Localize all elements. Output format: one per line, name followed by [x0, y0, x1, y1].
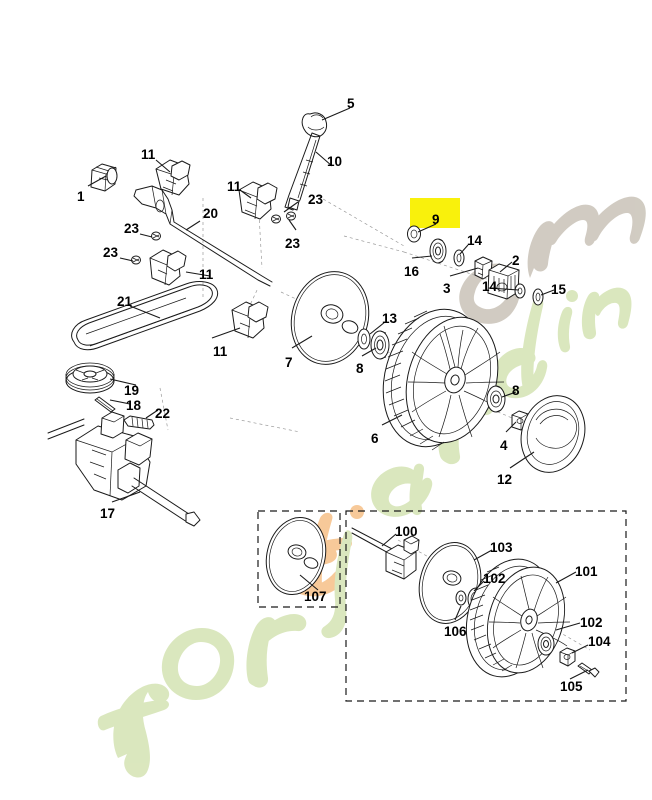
part-8-bearing-right — [486, 385, 506, 413]
callout-3: 3 — [443, 281, 451, 296]
part-5-knob — [301, 112, 328, 138]
callout-105: 105 — [560, 679, 583, 694]
part-11-bracket-a — [155, 159, 191, 196]
part-18-pin — [94, 396, 116, 413]
callout-11b: 11 — [227, 179, 242, 194]
callout-106: 106 — [444, 624, 467, 639]
callout-8b: 8 — [512, 383, 520, 398]
part-19-pulley — [65, 362, 115, 394]
callout-1: 1 — [77, 189, 85, 204]
part-12-hubcap — [520, 395, 586, 473]
callout-4: 4 — [500, 438, 508, 453]
callout-8a: 8 — [356, 361, 364, 376]
callout-2: 2 — [512, 253, 520, 268]
callout-102a: 102 — [483, 571, 506, 586]
callout-23b: 23 — [124, 221, 140, 236]
part-14-washer-a — [453, 249, 465, 267]
callout-21: 21 — [117, 294, 133, 309]
callout-11c: 11 — [199, 267, 214, 282]
part-14-washer-b — [514, 283, 526, 299]
callout-23a: 23 — [308, 192, 324, 207]
callout-14b: 14 — [482, 279, 498, 294]
part-104-nut — [559, 647, 576, 667]
part-21-belt — [71, 281, 219, 351]
part-105-screw — [577, 662, 600, 678]
callout-6: 6 — [371, 431, 379, 446]
part-23-fastener-d — [286, 211, 296, 221]
part-11-bracket-b — [238, 181, 278, 220]
callout-11a: 11 — [141, 147, 156, 162]
part-107-disc — [265, 517, 327, 595]
part-100-shaft-bracket — [351, 527, 420, 580]
callout-18: 18 — [126, 398, 142, 413]
part-15-circlip — [532, 288, 544, 306]
part-23-fastener-b — [131, 255, 141, 265]
callout-19: 19 — [124, 383, 140, 398]
callout-23d: 23 — [103, 245, 119, 260]
callout-20: 20 — [203, 206, 219, 221]
callout-16: 16 — [404, 264, 420, 279]
callout-12: 12 — [497, 472, 513, 487]
part-23-fastener-c — [271, 214, 281, 224]
subassembly-box-100 — [345, 510, 627, 702]
callout-104: 104 — [588, 634, 611, 649]
callout-11d: 11 — [213, 344, 228, 359]
part-16-bearing — [429, 238, 447, 264]
part-11-bracket-d — [231, 301, 269, 339]
callout-102b: 102 — [580, 615, 603, 630]
part-11-bracket-c — [149, 249, 187, 286]
callout-101: 101 — [575, 564, 598, 579]
part-13-washer — [357, 328, 371, 350]
part-106-washer — [455, 590, 467, 606]
part-22-spring — [123, 415, 155, 430]
subassembly-box-107 — [257, 510, 341, 608]
part-7-drive-disc — [290, 271, 370, 365]
part-2-hub — [487, 263, 520, 300]
callout-10: 10 — [327, 154, 343, 169]
callout-23c: 23 — [285, 236, 301, 251]
part-17-gearbox — [47, 411, 201, 527]
callout-5: 5 — [347, 96, 355, 111]
part-6-drive-wheel — [382, 308, 505, 451]
callout-107: 107 — [304, 589, 327, 604]
callout-7: 7 — [285, 355, 293, 370]
callout-15: 15 — [551, 282, 567, 297]
callout-22: 22 — [155, 406, 171, 421]
callout-100: 100 — [395, 524, 418, 539]
part-8-bearing-left — [370, 330, 390, 360]
highlight-box-part-9 — [410, 198, 460, 228]
part-20-rod — [133, 185, 273, 287]
callout-13: 13 — [382, 311, 398, 326]
part-23-fastener-a — [151, 231, 161, 241]
callout-17: 17 — [100, 506, 116, 521]
callout-103: 103 — [490, 540, 513, 555]
callout-14a: 14 — [467, 233, 483, 248]
callout-9: 9 — [432, 212, 440, 227]
part-9-washer — [407, 225, 421, 243]
part-102-bearing-b — [537, 632, 555, 656]
part-10-lever — [284, 132, 321, 211]
